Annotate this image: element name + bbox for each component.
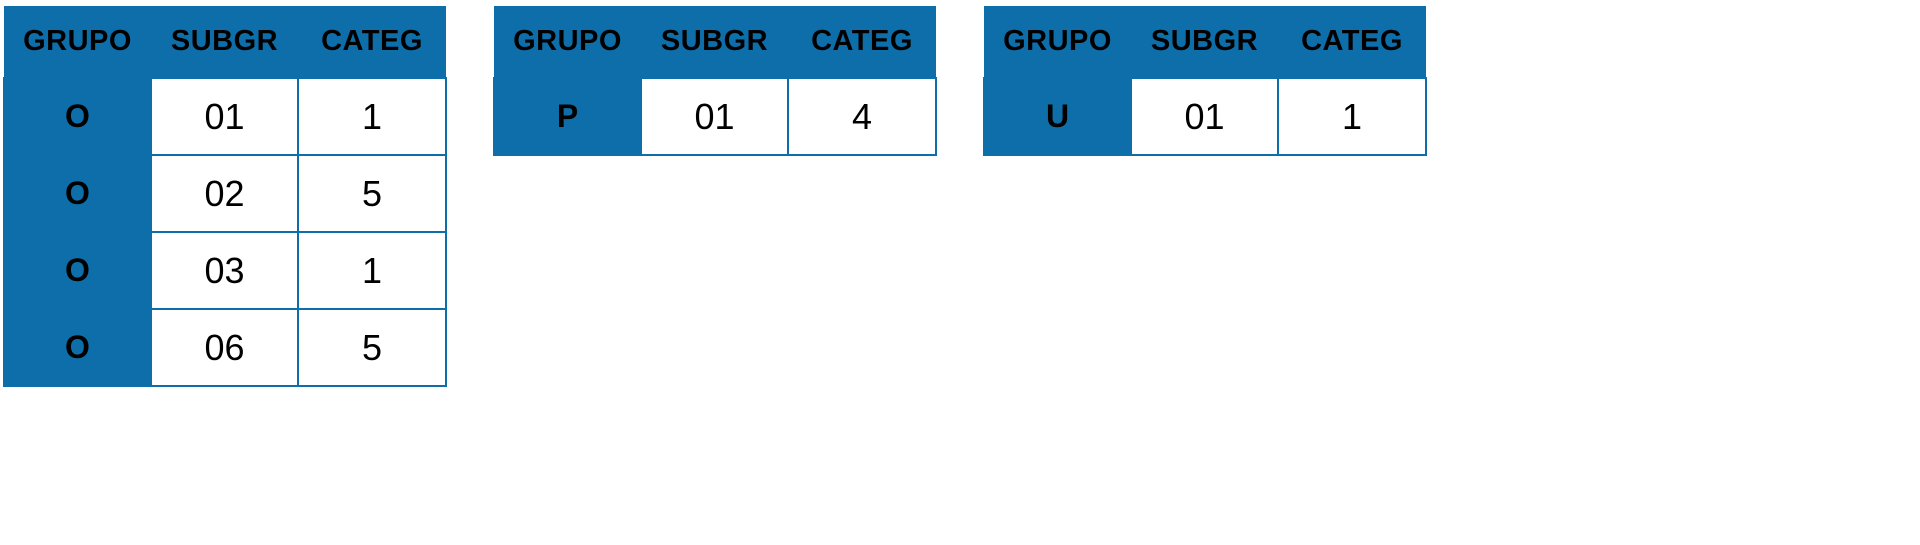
grupo-cell: O — [3, 154, 152, 233]
tables-row: GRUPO SUBGR CATEG O 01 1 O 02 5 O — [3, 6, 1427, 387]
header-row: GRUPO SUBGR CATEG — [494, 6, 936, 78]
grupo-cell: P — [493, 77, 642, 156]
column-header-categ: CATEG — [1278, 6, 1426, 78]
column-header-grupo: GRUPO — [4, 6, 151, 78]
table-grupo-u: GRUPO SUBGR CATEG U 01 1 — [983, 6, 1427, 156]
column-header-categ: CATEG — [298, 6, 446, 78]
table-grupo-p: GRUPO SUBGR CATEG P 01 4 — [493, 6, 937, 156]
categ-cell: 1 — [297, 77, 447, 156]
subgr-cell: 01 — [640, 77, 789, 156]
categ-cell: 4 — [787, 77, 937, 156]
table-row: O 01 1 — [3, 77, 447, 156]
table-grupo-o: GRUPO SUBGR CATEG O 01 1 O 02 5 O — [3, 6, 447, 387]
header-row: GRUPO SUBGR CATEG — [984, 6, 1426, 78]
table-row: U 01 1 — [983, 77, 1427, 156]
table-row: O 03 1 — [3, 231, 447, 310]
column-header-subgr: SUBGR — [641, 6, 788, 78]
column-header-subgr: SUBGR — [1131, 6, 1278, 78]
grupo-cell: O — [3, 231, 152, 310]
table-row: P 01 4 — [493, 77, 937, 156]
column-header-subgr: SUBGR — [151, 6, 298, 78]
categ-cell: 5 — [297, 308, 447, 387]
grupo-cell: U — [983, 77, 1132, 156]
subgr-cell: 03 — [150, 231, 299, 310]
subgr-cell: 01 — [1130, 77, 1279, 156]
header-row: GRUPO SUBGR CATEG — [4, 6, 446, 78]
categ-cell: 1 — [297, 231, 447, 310]
grupo-cell: O — [3, 77, 152, 156]
categ-cell: 1 — [1277, 77, 1427, 156]
grupo-cell: O — [3, 308, 152, 387]
column-header-grupo: GRUPO — [494, 6, 641, 78]
column-header-categ: CATEG — [788, 6, 936, 78]
subgr-cell: 06 — [150, 308, 299, 387]
categ-cell: 5 — [297, 154, 447, 233]
table-row: O 02 5 — [3, 154, 447, 233]
column-header-grupo: GRUPO — [984, 6, 1131, 78]
subgr-cell: 02 — [150, 154, 299, 233]
table-row: O 06 5 — [3, 308, 447, 387]
subgr-cell: 01 — [150, 77, 299, 156]
